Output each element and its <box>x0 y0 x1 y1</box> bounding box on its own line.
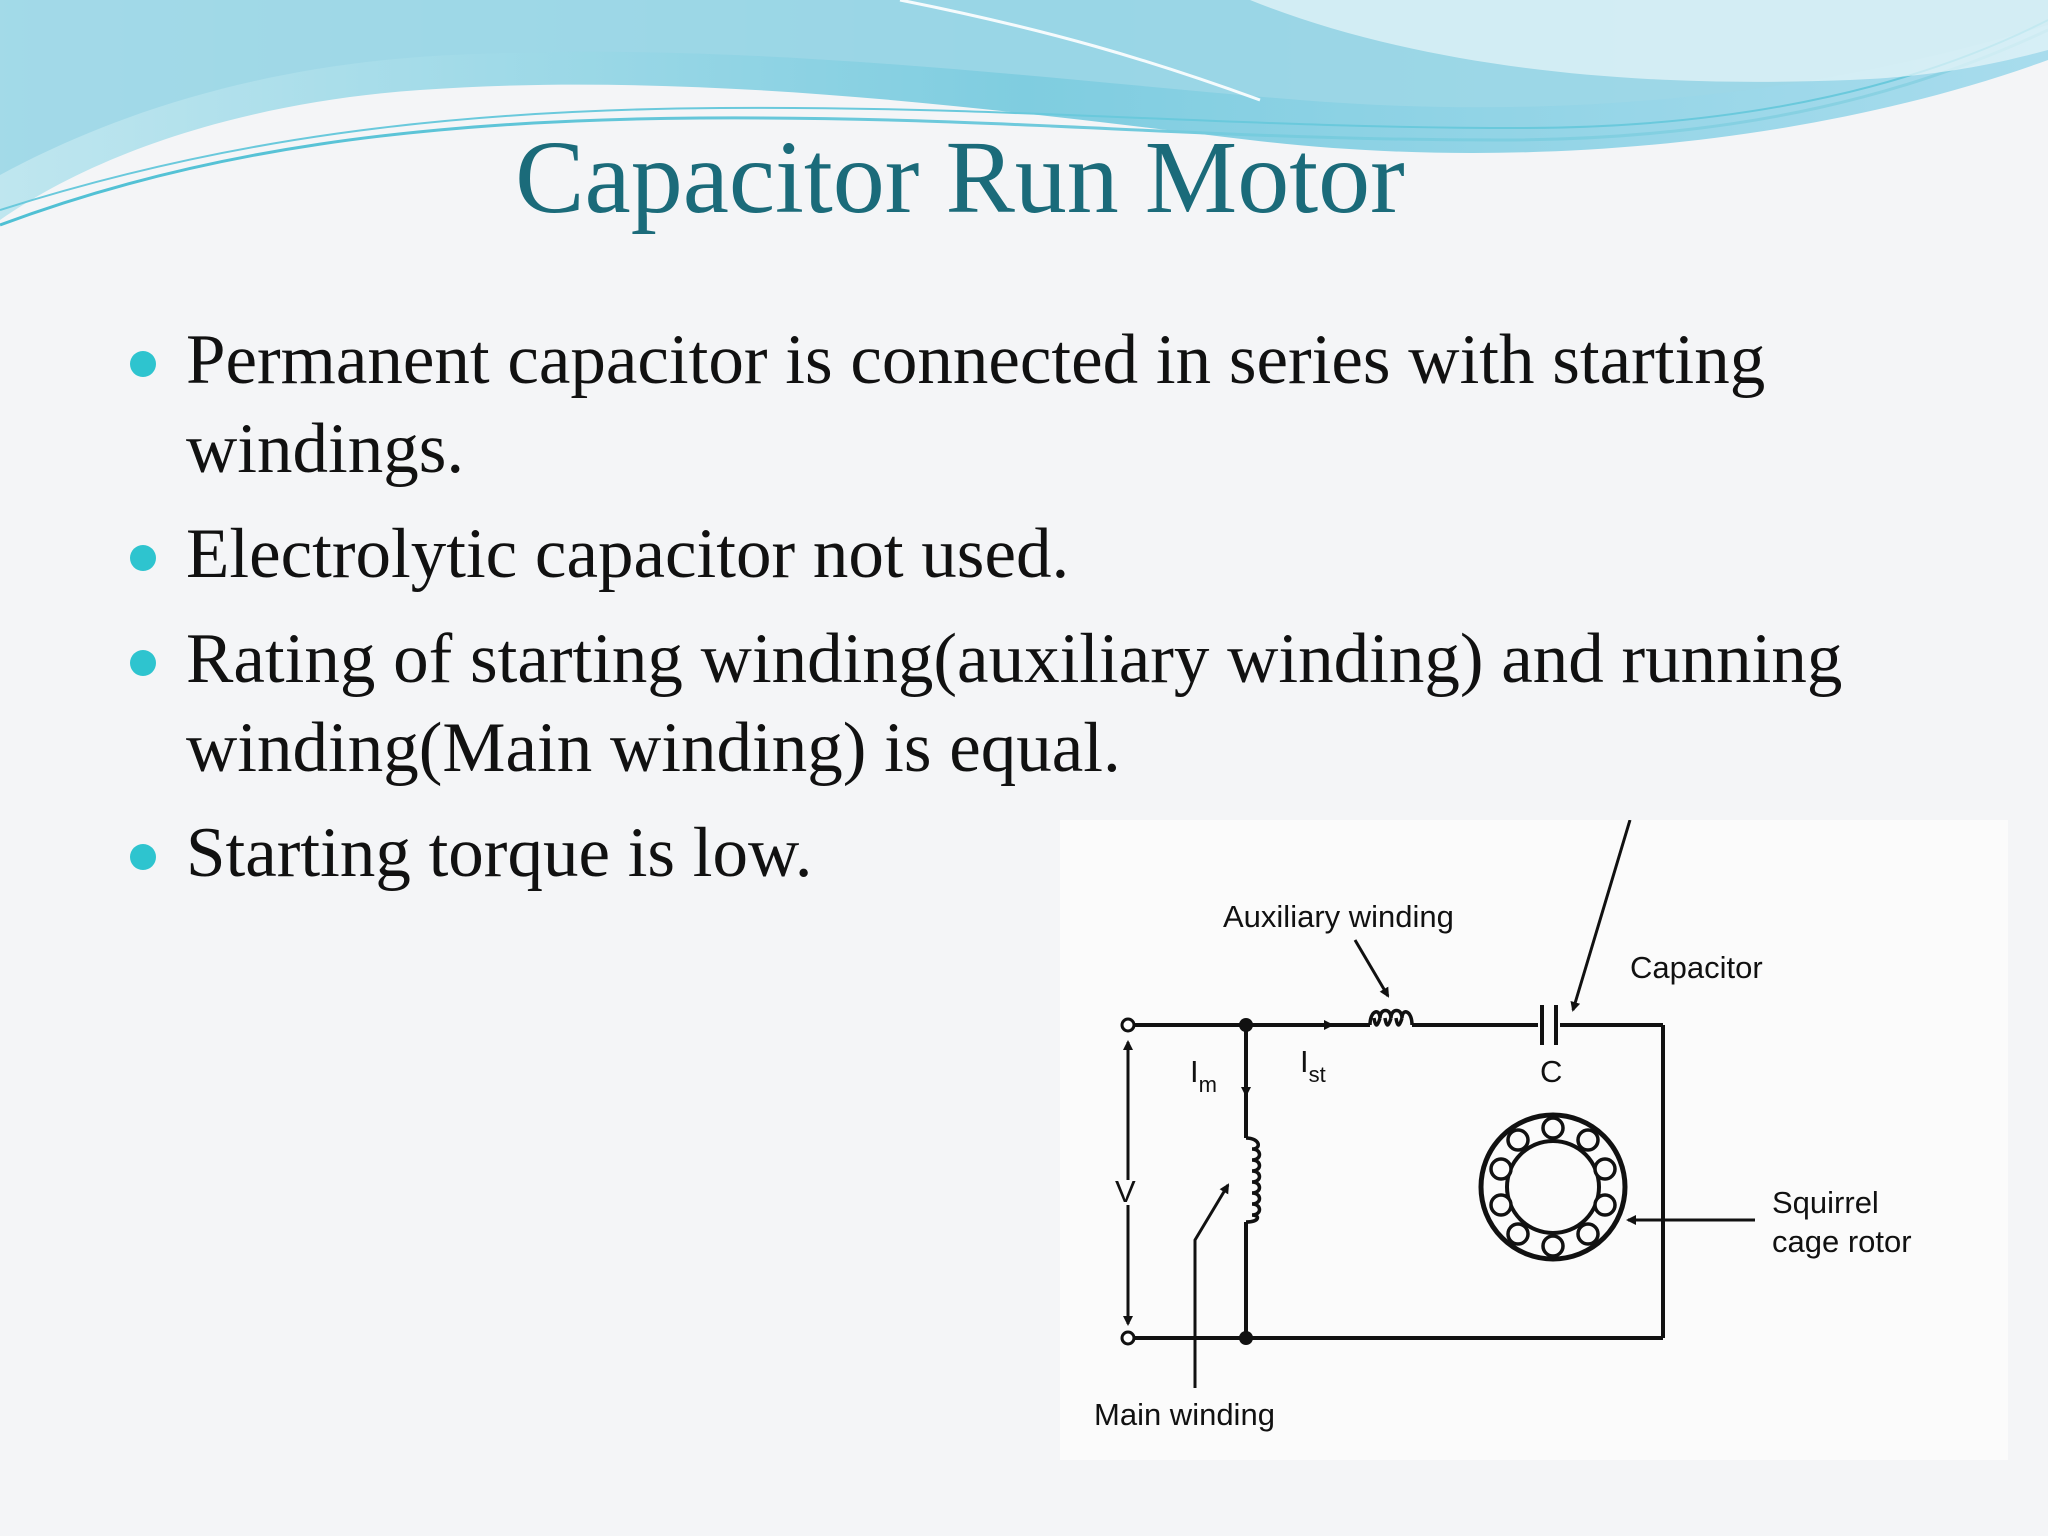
capacitor-symbol-label: C <box>1540 1054 1562 1089</box>
squirrel-cage-rotor <box>1478 1112 1628 1262</box>
rotor-label-line1: Squirrel <box>1772 1185 1879 1220</box>
bullet-text: Permanent capacitor is connected in seri… <box>186 321 1766 488</box>
bullet-text: Starting torque is low. <box>186 814 813 892</box>
main-winding-label: Main winding <box>1094 1397 1275 1432</box>
voltage-label: V <box>1115 1174 1136 1209</box>
bullet-text: Electrolytic capacitor not used. <box>186 515 1070 593</box>
bullet-item: Starting torque is low. <box>130 809 1950 898</box>
bullet-text: Rating of starting winding(auxiliary win… <box>186 620 1843 787</box>
bullet-item: Rating of starting winding(auxiliary win… <box>130 615 1950 793</box>
circuit-diagram: Auxiliary winding Capacitor C Im Ist V S… <box>1060 820 2008 1460</box>
capacitor-leader <box>1570 820 1632 1012</box>
terminal-bottom <box>1120 1330 1136 1346</box>
bullet-dot-icon <box>130 844 156 870</box>
main-winding-coil <box>1245 1136 1262 1224</box>
bullet-list: Permanent capacitor is connected in seri… <box>130 316 1950 914</box>
auxiliary-winding-coil <box>1368 1008 1414 1027</box>
aux-winding-label: Auxiliary winding <box>1223 899 1454 934</box>
capacitor-symbol <box>1540 1005 1558 1045</box>
main-winding-leader <box>1193 1183 1230 1388</box>
im-label: Im <box>1190 1054 1217 1097</box>
header-wave-decoration <box>0 0 2048 227</box>
slide-title: Capacitor Run Motor <box>515 120 1405 235</box>
bullet-dot-icon <box>130 351 156 377</box>
junction-top <box>1239 1018 1253 1032</box>
bullet-item: Electrolytic capacitor not used. <box>130 510 1950 599</box>
junction-bottom <box>1239 1331 1253 1345</box>
bullet-item: Permanent capacitor is connected in seri… <box>130 316 1950 494</box>
ist-label: Ist <box>1300 1044 1326 1087</box>
bullet-dot-icon <box>130 650 156 676</box>
rotor-label-line2: cage rotor <box>1772 1224 1912 1259</box>
bullet-dot-icon <box>130 545 156 571</box>
terminal-top <box>1120 1017 1136 1033</box>
capacitor-label: Capacitor <box>1630 950 1763 985</box>
aux-winding-leader <box>1353 939 1390 998</box>
